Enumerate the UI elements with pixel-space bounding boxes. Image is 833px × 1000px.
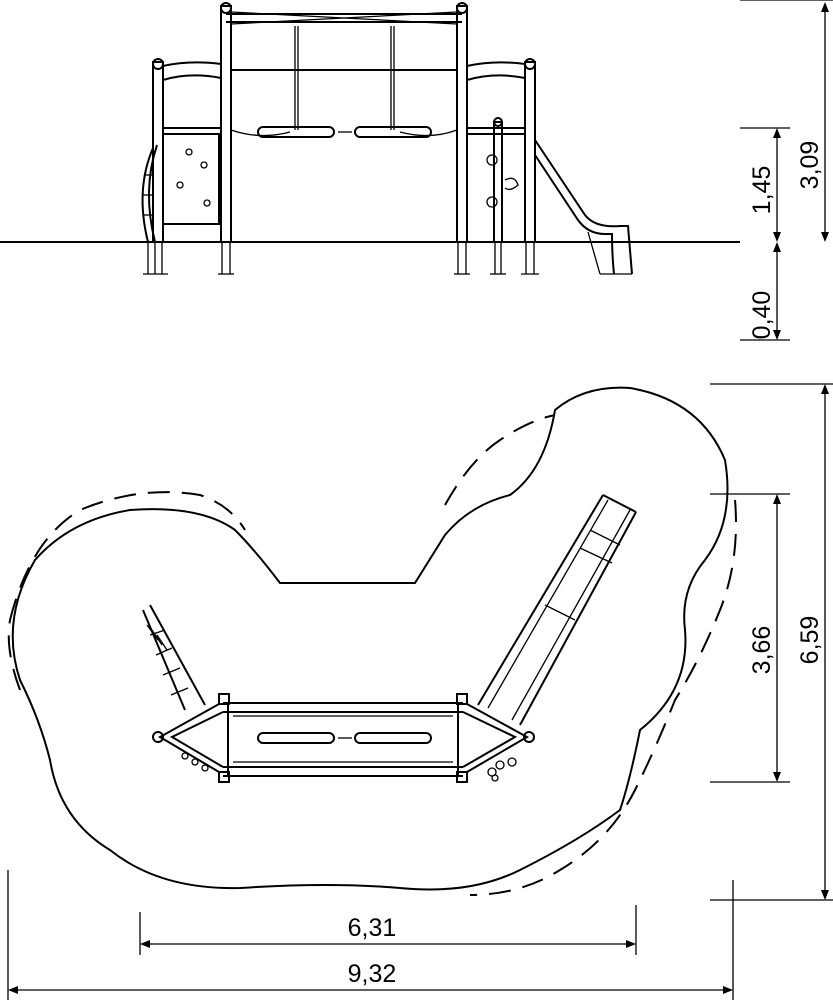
rope-net	[230, 26, 458, 137]
elevation-dimensions	[740, 0, 833, 341]
dim-plan-inner-depth: 3,66	[748, 626, 776, 675]
dim-platform-height: 1,45	[748, 166, 776, 215]
safety-zone-outline	[11, 386, 729, 891]
side-elevation: 3,09 1,45 0,40	[0, 0, 833, 341]
dim-plan-inner-width: 6,31	[348, 914, 397, 942]
dim-foundation-depth: 0,40	[748, 291, 776, 340]
top-frame	[226, 11, 462, 25]
slide-plan	[477, 494, 637, 726]
dim-plan-outer-depth: 6,59	[796, 616, 824, 665]
main-posts	[218, 2, 470, 275]
dashed-safety-outline	[7, 414, 737, 896]
dim-elevation-total: 3,09	[796, 141, 824, 190]
right-platform	[462, 703, 535, 782]
plan-view: 6,59 3,66 6,31 9,32	[7, 383, 833, 1000]
slide-elevation	[534, 139, 633, 275]
right-tower	[466, 58, 539, 275]
dim-plan-outer-width: 9,32	[348, 960, 397, 988]
bridge-platform	[218, 693, 468, 783]
swing-logs	[257, 126, 432, 138]
left-tower	[141, 58, 222, 275]
left-platform	[142, 604, 224, 773]
plan-dimensions	[7, 383, 833, 1000]
